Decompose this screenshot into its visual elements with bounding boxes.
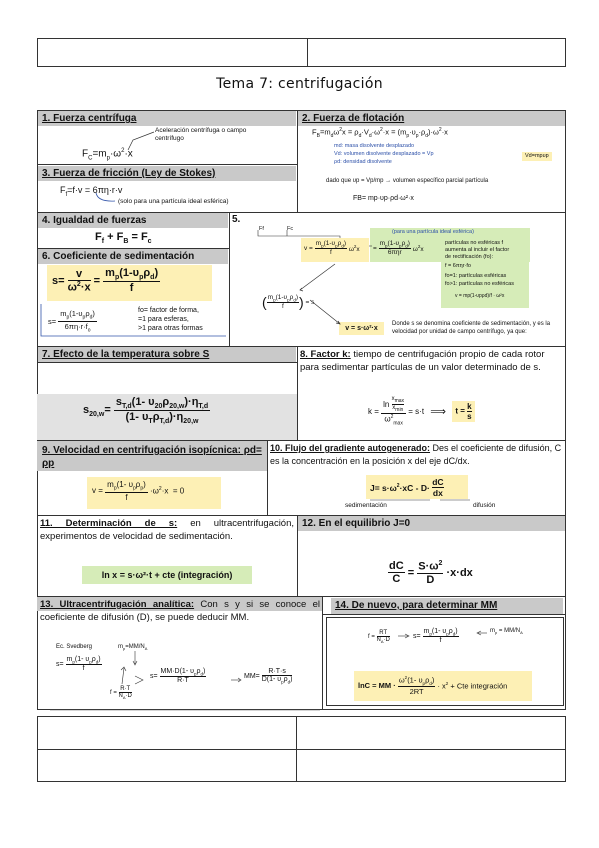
s5-ideal: (para una partícula ideal esférica) xyxy=(392,229,474,235)
s5-notes-box xyxy=(441,262,529,308)
s6-note-1: fo= factor de forma, xyxy=(138,307,199,314)
s7-header: 7. Efecto de la temperatura sobre S xyxy=(38,347,296,362)
s10-formula-box xyxy=(366,475,468,499)
s5-bottom-formula: v = mp(1-υpρd)/f · ω²x xyxy=(455,293,505,299)
s8-text: tiempo de centrifugación propio de cada … xyxy=(300,349,545,373)
s5-stokes: = mp(1-υpρd)6πηr ω2x xyxy=(373,240,424,257)
s1-header: 1. Fuerza centrífuga xyxy=(38,111,296,126)
s10-label-sed: sedimentación xyxy=(345,502,387,509)
s13-header: 13. Ultracentrifugación analítica: xyxy=(40,599,195,610)
s5-donde: Donde s se denomina coeficiente de sedim… xyxy=(392,320,557,336)
s10-header: 10. Flujo del gradiente autogenerado: xyxy=(270,443,431,453)
s9-header: 9. Velocidad en centrifugación isopícnic… xyxy=(42,445,262,469)
s5-donde-text: Donde s se denomina coeficiente de sedim… xyxy=(392,321,551,335)
s6-bracket xyxy=(40,304,226,337)
s13-arrows xyxy=(50,651,320,711)
s1-annotation: Aceleración centrífuga o campo centrífug… xyxy=(155,127,247,142)
s10-text: Des el coeficiente de difusión, C es la … xyxy=(270,443,562,466)
s5-vs: v = s·ω²·x xyxy=(339,322,384,335)
s3-header: 3. Fuerza de fricción (Ley de Stokes) xyxy=(38,166,296,181)
s13-mp: mp=MM/NA xyxy=(118,644,148,652)
s6-formula-box xyxy=(47,265,212,301)
s9-formula-box xyxy=(87,477,221,509)
s2-legend-3: ρd: densidad disolvente xyxy=(334,159,392,165)
s8-header: 8. Factor k: xyxy=(300,349,351,360)
s10-block: 10. Flujo del gradiente autogenerado: De… xyxy=(270,442,564,468)
s14-header: 14. De nuevo, para determinar MM xyxy=(331,598,563,614)
s14-arrows xyxy=(398,630,487,639)
s5-header: 5. xyxy=(232,214,241,225)
s6-note-2: =1 para esferas, xyxy=(138,316,189,323)
s5-label-fc: Fc xyxy=(287,226,294,232)
s14-s: s= mp(1- υpρd)f xyxy=(413,628,459,645)
s2-badge: Vd=mpυp xyxy=(522,152,552,161)
s3-arrow xyxy=(95,192,116,202)
s5-note-2: aumenta al incluir el factor xyxy=(445,247,510,253)
s5-velocity: v = mp(1-υpρd)f ω2x xyxy=(304,240,360,257)
s13-s: s= mp(1- υpρd)f xyxy=(56,656,102,673)
s10-underlines xyxy=(370,499,470,501)
s5-note-6: fo>1: partículas no esféricas xyxy=(445,281,514,287)
s5-label-ff: Ff xyxy=(259,226,264,232)
top-table-divider xyxy=(307,38,308,67)
s2-formula: FB=mdω2x = ρd·Vd·ω2·x = (mp·υp·ρd)·ω2·x xyxy=(312,127,448,139)
s2-result: FB= mp·υp·ρd·ω²·x xyxy=(353,195,414,202)
s4-formula: Ff + FB = Fc xyxy=(95,231,152,246)
s7-formula: s20,w= sT,d(1- υ20ρ20,w)·ηT,d(1- υTρT,d)… xyxy=(83,396,211,426)
s13-s2: s= MM·D(1- υpρd)R·T xyxy=(150,668,207,685)
s5-arrows xyxy=(257,230,372,325)
s13-block: 13. Ultracentrifugación analítica: Con s… xyxy=(40,598,320,624)
s5-note-5: fo=1: partículas esféricas xyxy=(445,273,507,279)
s11-formula: ln x = s·ω²·t + cte (integración) xyxy=(82,566,252,584)
s10-label-dif: difusión xyxy=(473,502,496,509)
s8-block: 8. Factor k: tiempo de centrifugación pr… xyxy=(300,348,564,374)
s13-text: Con s y si se conoce el coeficiente de d… xyxy=(40,599,320,623)
s11-block: 11. Determinación de s: en ultracentrifu… xyxy=(40,517,294,543)
s6-note-3: >1 para otras formas xyxy=(138,325,203,332)
s3-note: (solo para una partícula ideal esférica) xyxy=(118,198,229,205)
s9-formula: v = mp(1- υpρp)f ·ω2·x = 0 xyxy=(92,480,185,502)
s1-arrow xyxy=(127,131,155,151)
s4-header: 4. Igualdad de fuerzas xyxy=(38,213,228,228)
s3-formula: Ff=f·v = 6πη·r·v xyxy=(60,185,123,198)
s5-note-3: de rectificación (fo): xyxy=(445,254,493,260)
s5-note-1: partículas no esféricas f xyxy=(445,240,504,246)
page-title: Tema 7: centrifugación xyxy=(216,76,383,92)
s2-legend-1: md: masa disolvente desplazado xyxy=(334,143,415,149)
s5-note-4: f = 6πηr·fo xyxy=(445,263,471,269)
s2-header: 2. Fuerza de flotación xyxy=(298,111,565,126)
s11-header: 11. Determinación de s: xyxy=(40,518,178,529)
s2-legend-2: Vd: volumen disolvente desplazado = Vp xyxy=(334,151,434,157)
s5-velocity-box xyxy=(301,238,369,262)
s12-header: 12. En el equilibrio J=0 xyxy=(298,516,565,531)
s11-text: en ultracentrifugación, experimentos de … xyxy=(40,518,295,542)
s2-dado: dado que υp = Vp/mp → volumen específico… xyxy=(326,178,489,184)
s14-formula-box xyxy=(354,671,532,701)
s5-ideal-box xyxy=(370,228,530,262)
s5-s-def: (mp(1-υpρd)f) = s xyxy=(262,294,315,311)
s6-header: 6. Coeficiente de sedimentación xyxy=(38,249,228,264)
s14-formula: lnC = MM · ω2(1- υpρd)2RT · x2 + Cte int… xyxy=(358,675,508,696)
s14-mp: mp = MM/NA xyxy=(490,628,523,636)
top-table xyxy=(37,38,566,67)
s13-svedberg: Ec. Svedberg xyxy=(56,644,93,650)
s1-formula: FC=mp·ω2·x xyxy=(82,148,133,162)
s6-formula2: s= mp(1-υpρd)6πη·r·fo xyxy=(48,309,97,333)
